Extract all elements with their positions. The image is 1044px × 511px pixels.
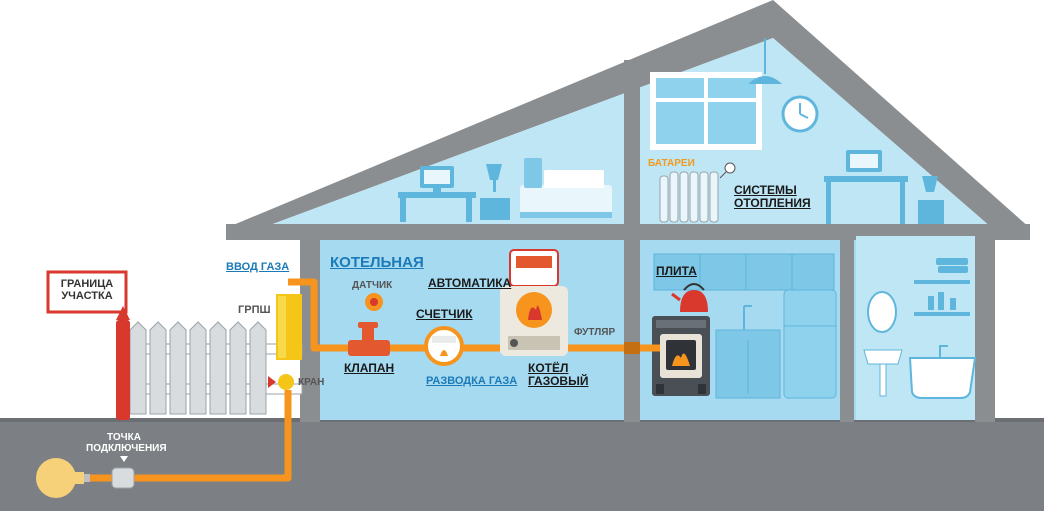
kettle-icon [671,283,708,312]
kitchen-cabinets [653,253,835,399]
lamp-icon [480,164,510,220]
border-label: ГРАНИЦА УЧАСТКА [60,278,114,303]
valve-label: КЛАПАН [344,361,395,375]
sleeve-label: ФУТЛЯР [574,327,616,338]
meter-label: СЧЕТЧИК [416,307,473,321]
clock-icon [781,95,819,133]
radiator-icon [659,162,736,223]
fridge-icon [783,289,837,399]
bed-icon [520,158,612,218]
boiler-label: КОТЁЛ ГАЗОВЫЙ [528,361,589,389]
office-desk-icon [824,150,944,224]
sensor-label: ДАТЧИК [352,280,393,291]
gas-valve-icon [348,322,390,356]
gas-tap-icon [268,374,294,390]
gas-distribution-label: РАЗВОДКА ГАЗА [426,375,518,387]
stove-label: ПЛИТА [656,264,697,278]
gas-meter-icon [424,326,464,366]
gas-tank-icon [36,458,90,498]
ceiling-lamp-icon [748,38,782,84]
radiators-label: БАТАРЕИ [648,158,695,169]
gas-sensor-icon [365,293,383,311]
window-icon [650,72,762,150]
tap-label: КРАН [298,377,325,388]
bathroom [863,258,970,397]
border-post [46,270,130,420]
pipe-sleeve [624,342,640,354]
gas-input-label: ВВОД ГАЗА [226,261,290,273]
heating-systems-label: СИСТЕМЫ ОТОПЛЕНИЯ [734,183,811,211]
bathtub-icon [908,345,977,399]
gas-pipes [70,278,660,482]
connection-point-label: ТОЧКА ПОДКЛЮЧЕНИЯ [86,432,167,454]
boiler-room-title: КОТЕЛЬНАЯ [330,254,424,271]
fence-icon [119,321,303,415]
ground [0,420,1044,511]
automation-label: АВТОМАТИКА [428,276,512,290]
gas-boiler-icon [500,249,568,356]
gas-stove-icon [652,316,710,396]
grpsh-box [276,294,302,360]
grpsh-label: ГРПШ [238,304,271,316]
connection-valve-icon [111,456,135,489]
desk-icon [398,166,476,222]
